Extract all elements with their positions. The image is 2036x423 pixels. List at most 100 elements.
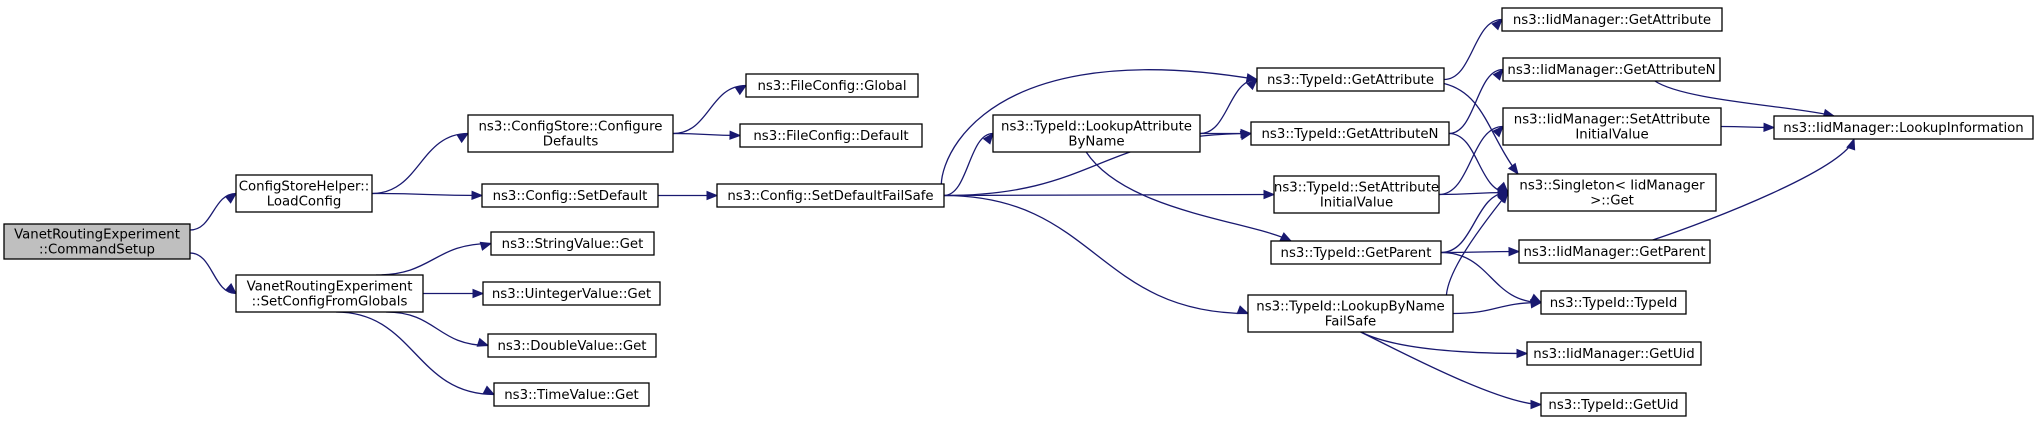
node-dv-get[interactable]: ns3::DoubleValue::Get [487,333,657,358]
node-sv-get[interactable]: ns3::StringValue::Get [490,231,655,256]
node-box [1518,239,1711,264]
node-label: ConfigStoreHelper:: [239,180,370,195]
node-label: ns3::IidManager::LookupInformation [1783,121,2023,136]
node-cfg-setdefault[interactable]: ns3::Config::SetDefault [481,183,659,208]
node-tid-getattrn[interactable]: ns3::TypeId::GetAttributeN [1250,121,1450,146]
node-label: ::CommandSetup [39,243,155,258]
call-edge [672,130,742,140]
arrow-head [1846,137,1856,151]
node-iid-lookupinfo[interactable]: ns3::IidManager::LookupInformation [1773,115,2034,140]
arrow-head [1491,18,1503,31]
node-label: ns3::TypeId::LookupByName [1256,300,1444,315]
node-iid-getuid[interactable]: ns3::IidManager::GetUid [1526,341,1702,366]
node-box [467,114,674,153]
node-label: ns3::Singleton< IidManager [1519,179,1705,194]
arrow-head [482,385,496,396]
call-edge [943,189,1276,200]
node-box [493,382,650,407]
arrow-head [476,337,490,347]
node-iid-getattr[interactable]: ns3::IidManager::GetAttribute [1501,7,1723,32]
node-box [235,274,424,313]
node-csh-load[interactable]: ConfigStoreHelper::LoadConfig [235,174,373,213]
node-label: ns3::IidManager::GetParent [1523,245,1705,260]
call-edge [375,241,493,276]
node-vre-setcfg[interactable]: VanetRoutingExperiment::SetConfigFromGlo… [235,274,424,313]
node-box [739,123,923,148]
node-label: ns3::DoubleValue::Get [497,339,646,354]
node-label: ns3::IidManager::GetAttributeN [1507,63,1715,78]
call-edge [385,311,490,347]
node-label: ns3::TypeId::GetAttributeN [1262,127,1439,142]
node-label: >::Get [1590,194,1634,209]
node-tv-get[interactable]: ns3::TimeValue::Get [493,382,650,407]
call-edge [658,190,719,201]
call-edge [371,190,484,201]
node-tid-getparent[interactable]: ns3::TypeId::GetParent [1270,240,1442,265]
arrow-head [1763,122,1776,133]
node-iid-getattrn[interactable]: ns3::IidManager::GetAttributeN [1502,57,1721,82]
node-label: ByName [1068,135,1124,150]
node-label: ::SetConfigFromGlobals [252,295,408,310]
node-label: InitialValue [1320,196,1393,211]
node-label: ns3::IidManager::GetUid [1533,347,1694,362]
arrow-head [1279,232,1293,242]
node-box [716,183,945,208]
node-box [481,183,659,208]
node-label: ns3::IidManager::GetAttribute [1513,13,1711,28]
node-box [992,114,1201,153]
arrow-head [471,190,484,201]
node-label: FailSafe [1325,315,1376,330]
call-edge [1652,137,1856,241]
node-label: ns3::TypeId::GetUid [1548,398,1678,413]
call-edge [1199,128,1253,139]
node-cfg-sdfs[interactable]: ns3::Config::SetDefaultFailSafe [716,183,945,208]
call-edge [1720,122,1776,133]
node-label: ns3::Config::SetDefaultFailSafe [727,189,933,204]
arrow-head [1240,128,1253,139]
node-box [1501,7,1723,32]
call-edge [371,132,470,195]
node-singleton-get[interactable]: ns3::Singleton< IidManager>::Get [1507,173,1717,212]
arrow-head [982,132,994,145]
node-box [1247,294,1454,333]
node-root[interactable]: VanetRoutingExperiment::CommandSetup [3,223,191,260]
call-edge [1448,68,1504,135]
arrow-head [1263,189,1276,200]
node-box [1250,121,1450,146]
node-fc-global[interactable]: ns3::FileConfig::Global [745,73,919,98]
node-tid-getuid[interactable]: ns3::TypeId::GetUid [1540,392,1687,417]
arrow-head [1497,191,1509,204]
arrow-head [224,283,238,295]
arrow-head [1507,162,1519,176]
node-fc-default[interactable]: ns3::FileConfig::Default [739,123,923,148]
node-box [745,73,919,98]
node-box [482,281,661,306]
call-edge [672,84,748,135]
node-label: ns3::ConfigStore::Configure [479,120,663,135]
arrow-head [479,241,493,251]
node-tid-typeid[interactable]: ns3::TypeId::TypeId [1540,290,1687,315]
node-label: Defaults [543,135,599,150]
arrow-head [224,192,238,204]
node-uv-get[interactable]: ns3::UintegerValue::Get [482,281,661,306]
call-edge [189,192,238,231]
node-label: VanetRoutingExperiment [247,280,413,295]
node-iid-setattrinit[interactable]: ns3::IidManager::SetAttributeInitialValu… [1502,107,1722,146]
node-label: VanetRoutingExperiment [14,228,180,243]
node-box [1507,173,1717,212]
node-iid-getparent[interactable]: ns3::IidManager::GetParent [1518,239,1711,264]
node-tid-getattr[interactable]: ns3::TypeId::GetAttribute [1256,67,1445,92]
call-edge [1360,331,1543,410]
call-edge [1199,78,1258,135]
node-label: ns3::TypeId::SetAttribute [1274,181,1439,196]
node-label: ns3::TypeId::TypeId [1550,296,1678,311]
arrow-head [734,84,748,96]
node-box [487,333,657,358]
node-label: ns3::TypeId::GetParent [1281,246,1432,261]
arrow-head [1492,125,1504,138]
